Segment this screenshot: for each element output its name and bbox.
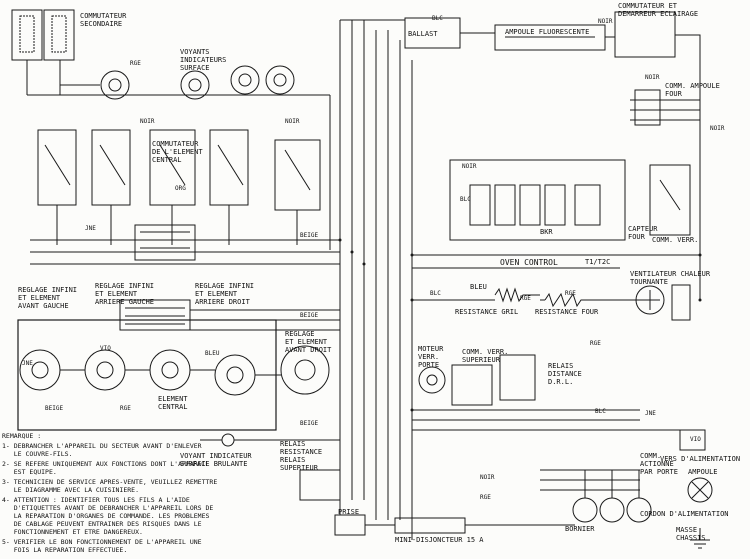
wire-tag: BEIGE [300, 420, 319, 427]
wire-tag: JNE [645, 410, 656, 417]
wire-tag: BEIGE [300, 312, 319, 319]
label-relais-distance: RELAIS DISTANCE D.R.L. [548, 362, 582, 386]
label-element-central: ELEMENT CENTRAL [158, 395, 188, 411]
label-t1t2c: T1/T2C [585, 258, 611, 266]
wire-tag: NOIR [140, 118, 155, 125]
label-bornier: BORNIER [565, 525, 595, 533]
label-commutateur-eclairage: COMMUTATEUR ET DEMARREUR ECLAIRAGE [618, 2, 699, 18]
wire-tag: NOIR [598, 18, 613, 25]
label-commutateur-central: COMMUTATEUR DE L'ELEMENT CENTRAL [152, 140, 203, 164]
notes-title: REMARQUE : [2, 432, 42, 440]
label-commutateur-secondaire: COMMUTATEUR SECONDAIRE [80, 12, 127, 28]
label-voyants-indicateurs: VOYANTS INDICATEURS SURFACE [180, 48, 227, 72]
label-comm-verr-superieur: COMM. VERR. SUPERIEUR [462, 348, 509, 364]
wire-tag: BLC [432, 15, 443, 22]
label-ampoule: AMPOULE [688, 468, 718, 476]
label-prise: PRISE [338, 508, 360, 516]
note-item: 4- ATTENTION : IDENTIFIER TOUS LES FILS … [2, 496, 214, 536]
note-item: 3- TECHNICIEN DE SERVICE APRES-VENTE, VE… [2, 478, 218, 494]
label-reglage-arriere-droit: REGLAGE INFINI ET ELEMENT ARRIERE DROIT [195, 282, 255, 306]
label-reglage-avant-droit: REGLAGE ET ELEMENT AVANT DROIT [285, 330, 332, 354]
label-vers-alimentation: VERS D'ALIMENTATION [660, 455, 741, 463]
wire-tag: RGE [590, 340, 601, 347]
label-ballast: BALLAST [408, 30, 438, 38]
label-masse-chassis: MASSE CHASSIS [676, 526, 706, 542]
label-ampoule-fluorescente: AMPOULE FLUORESCENTE [505, 28, 590, 36]
label-capteur-four: CAPTEUR FOUR [628, 225, 658, 241]
label-comm-verr: COMM. VERR. [652, 236, 699, 244]
wire-tag: VIO [690, 436, 701, 443]
label-oven-control: OVEN CONTROL [500, 258, 558, 267]
label-bleu: BLEU [470, 283, 487, 291]
label-relais-resistance: RELAIS RESISTANCE RELAIS SUPERIEUR [280, 440, 323, 472]
wire-tag: RGE [130, 60, 141, 67]
wire-tag: NOIR [285, 118, 300, 125]
label-ventilateur: VENTILATEUR CHALEUR TOURNANTE [630, 270, 711, 286]
label-resistance-gril: RESISTANCE GRIL [455, 308, 519, 316]
notes-block: REMARQUE : 1- DEBRANCHER L'APPAREIL DU S… [2, 432, 262, 556]
label-comm-ampoule-four: COMM. AMPOULE FOUR [665, 82, 720, 98]
wire-tag: BLEU [205, 350, 220, 357]
wire-tag: RGE [520, 295, 531, 302]
wire-tag: NOIR [645, 74, 660, 81]
wire-tag: BLC [460, 196, 471, 203]
wire-tag: RGE [120, 405, 131, 412]
label-reglage-avant-gauche: REGLAGE INFINI ET ELEMENT AVANT GAUCHE [18, 286, 78, 310]
label-moteur-verr: MOTEUR VERR. PORTE [418, 345, 444, 369]
wire-tag: JNE [22, 360, 33, 367]
wire-tag: JNE [85, 225, 96, 232]
wire-tag: RGE [565, 290, 576, 297]
label-comm-actionne-porte: COMM. ACTIONNE PAR PORTE [640, 452, 678, 476]
note-item: 5- VERIFIER LE BON FONCTIONNEMENT DE L'A… [2, 538, 202, 554]
label-cordon-alimentation: CORDON D'ALIMENTATION [640, 510, 729, 518]
wire-tag: ORG [175, 185, 186, 192]
label-resistance-four: RESISTANCE FOUR [535, 308, 599, 316]
label-mini-disjoncteur: MINI-DISJONCTEUR 15 A [395, 536, 484, 544]
wire-tag: NOIR [710, 125, 725, 132]
wire-tag: RGE [480, 494, 491, 501]
note-item: 1- DEBRANCHER L'APPAREIL DU SECTEUR AVAN… [2, 442, 202, 458]
label-bkr: BKR [540, 228, 553, 236]
note-item: 2- SE REFERE UNIQUEMENT AUX FONCTIONS DO… [2, 460, 210, 476]
wire-tag: NOIR [480, 474, 495, 481]
label-reglage-arriere-gauche: REGLAGE INFINI ET ELEMENT ARRIERE GAUCHE [95, 282, 155, 306]
wire-tag: BEIGE [45, 405, 64, 412]
label-voyant-surface-brulante: VOYANT INDICATEUR SURFACE BRULANTE [180, 452, 252, 468]
wire-tag: VIO [100, 345, 111, 352]
wire-tag: BLC [595, 408, 606, 415]
wire-tag: BLC [430, 290, 441, 297]
wire-tag: NOIR [462, 163, 477, 170]
wire-tag: BEIGE [300, 232, 319, 239]
